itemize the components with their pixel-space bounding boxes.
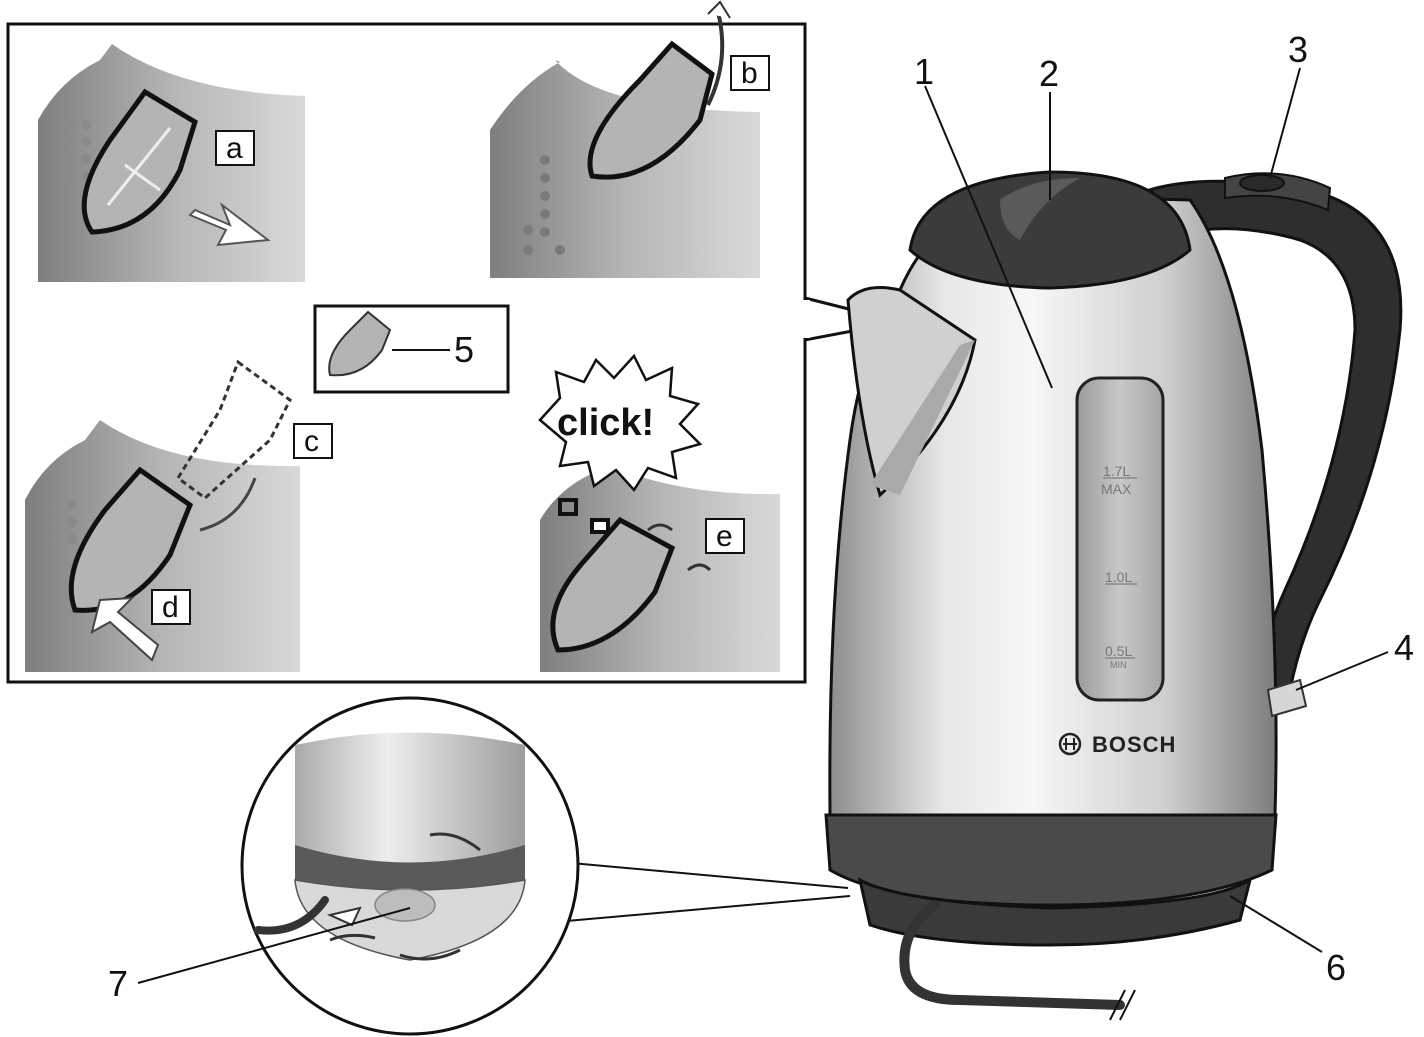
step-e-label: e [716, 520, 733, 553]
step-c-label: c [304, 425, 319, 458]
step-b-label: b [741, 57, 758, 90]
kettle-illustration [824, 170, 1403, 1021]
water-level-window [1075, 376, 1165, 702]
kettle-lid [908, 170, 1192, 290]
power-cord [899, 900, 1125, 1010]
step-b-illustration [490, 0, 770, 278]
step-d-label: d [162, 591, 179, 624]
callout-6: 6 [1326, 947, 1346, 988]
callout-leader-lines [137, 67, 1389, 984]
callout-3: 3 [1288, 29, 1308, 70]
brand-name: BOSCH [1092, 732, 1176, 757]
callout-1: 1 [914, 51, 934, 92]
step-a-label: a [226, 132, 243, 165]
callout-7: 7 [108, 963, 128, 1004]
callout-2: 2 [1039, 53, 1059, 94]
scale-min-word: MIN [1110, 660, 1127, 670]
callout-4: 4 [1394, 627, 1414, 668]
filter-instructions-panel [6, 0, 807, 684]
step-a-illustration [38, 44, 305, 282]
click-text: click! [557, 402, 654, 444]
filter-part-box [313, 304, 510, 394]
step-e-illustration [538, 353, 780, 672]
cord-storage-detail [240, 696, 851, 1036]
scale-max-volume: 1.7L [1103, 463, 1130, 479]
scale-mid-volume: 1.0L [1105, 569, 1132, 585]
on-off-switch [1224, 172, 1332, 212]
bosch-logo-icon [1058, 732, 1082, 756]
scale-max-word: MAX [1101, 481, 1132, 497]
callout-5: 5 [454, 329, 474, 370]
scale-min-volume: 0.5L [1105, 643, 1132, 659]
step-c-d-illustration [25, 359, 333, 672]
